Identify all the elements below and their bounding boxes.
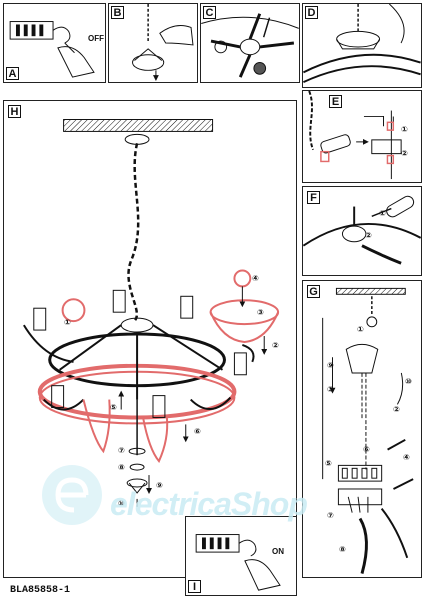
canopy-attachment-illustration xyxy=(303,4,421,84)
step-number-g-7: ⑦ xyxy=(327,511,334,520)
panel-label-c: C xyxy=(203,6,216,19)
step-number-e-2: ② xyxy=(401,149,408,158)
switch-off-illustration xyxy=(9,21,95,78)
step-number-g-10: ⑩ xyxy=(405,377,412,386)
chandelier-assembly-illustration xyxy=(23,119,280,507)
panel-label-h: H xyxy=(8,105,21,118)
step-number-f-1: ① xyxy=(379,209,386,218)
panel-label-e: E xyxy=(329,95,342,108)
step-number-h-2: ① xyxy=(64,318,71,327)
step-number-g-5: ⑤ xyxy=(325,459,332,468)
ceiling-hook-illustration xyxy=(132,4,194,82)
panel-f: F ① ② xyxy=(302,186,422,276)
step-number-e-1: ① xyxy=(401,125,408,134)
step-number-h-1: ④ xyxy=(252,274,259,283)
switch-off-text: OFF xyxy=(88,34,104,43)
panel-label-g: G xyxy=(307,285,320,298)
step-number-h-10: ⑩ xyxy=(118,499,125,508)
step-number-h-8: ⑧ xyxy=(118,463,125,472)
step-number-h-6: ⑥ xyxy=(194,427,201,436)
bulb-holder-illustration xyxy=(308,91,402,180)
step-number-g-1: ① xyxy=(357,325,364,334)
panel-g: G ① ⑨ ③ ⑩ ② ⑥ ⑤ ④ ⑦ ⑧ xyxy=(302,280,422,578)
step-number-g-4: ④ xyxy=(403,453,410,462)
step-number-h-7: ⑦ xyxy=(118,446,125,455)
watermark-logo-icon xyxy=(42,465,102,525)
electrical-connection-illustration xyxy=(322,287,414,574)
step-number-g-3: ③ xyxy=(327,385,334,394)
panel-i: ON I xyxy=(185,516,297,596)
panel-label-d: D xyxy=(305,6,318,19)
panel-c: C xyxy=(200,3,300,83)
step-number-h-4: ② xyxy=(272,341,279,350)
step-number-g-2: ② xyxy=(393,405,400,414)
step-number-g-8: ⑧ xyxy=(339,545,346,554)
panel-e: E ① ② xyxy=(302,90,422,183)
document-code: BLA85858-1 xyxy=(10,585,71,596)
panel-label-i: I xyxy=(188,580,201,593)
step-number-h-5: ⑤ xyxy=(110,403,117,412)
arm-fixing-illustration xyxy=(201,13,299,78)
panel-a: OFF A xyxy=(3,3,106,83)
watermark-text: electricaShop xyxy=(110,486,308,522)
arm-screw-illustration xyxy=(303,195,421,265)
panel-label-b: B xyxy=(111,6,124,19)
step-number-g-9: ⑨ xyxy=(327,361,334,370)
switch-on-illustration xyxy=(195,534,281,591)
step-number-h-9: ⑨ xyxy=(156,481,163,490)
step-number-h-3: ③ xyxy=(257,308,264,317)
panel-label-f: F xyxy=(307,191,320,204)
step-number-g-6: ⑥ xyxy=(363,445,370,454)
panel-label-a: A xyxy=(6,67,19,80)
panel-b: B xyxy=(108,3,198,83)
panel-d: D xyxy=(302,3,422,88)
switch-on-text: ON xyxy=(272,547,284,556)
step-number-f-2: ② xyxy=(365,231,372,240)
